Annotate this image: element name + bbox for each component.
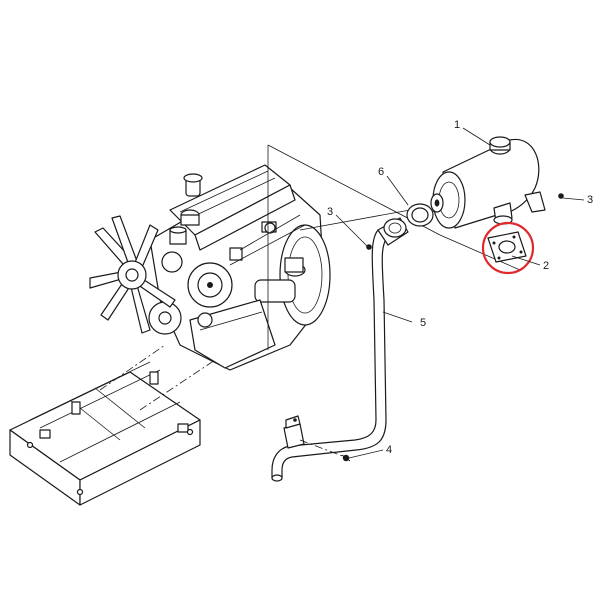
callout-3-right: 3 xyxy=(587,194,593,206)
exhaust-pipe xyxy=(271,217,409,482)
highlight-circle xyxy=(481,221,535,275)
bolt-item-3-right xyxy=(558,193,564,199)
callout-6: 6 xyxy=(378,166,384,178)
frame-alignment-lines xyxy=(99,344,216,411)
cooling-fan xyxy=(89,215,176,334)
flange-gasket-item-2 xyxy=(487,231,527,263)
pipe-clamp xyxy=(283,415,305,449)
bolt-item-3-left xyxy=(366,244,372,250)
bolt-item-4 xyxy=(341,454,351,462)
engine-block xyxy=(148,164,331,371)
callout-5: 5 xyxy=(420,317,426,329)
callout-1: 1 xyxy=(454,119,460,131)
muffler-item-1 xyxy=(430,136,546,229)
callout-3-left: 3 xyxy=(327,206,333,218)
callout-4: 4 xyxy=(386,444,392,456)
gasket-ring-item-6 xyxy=(406,203,434,227)
callout-leaders xyxy=(335,127,585,459)
callout-2: 2 xyxy=(543,260,549,272)
engine-mounting-frame xyxy=(9,361,201,506)
